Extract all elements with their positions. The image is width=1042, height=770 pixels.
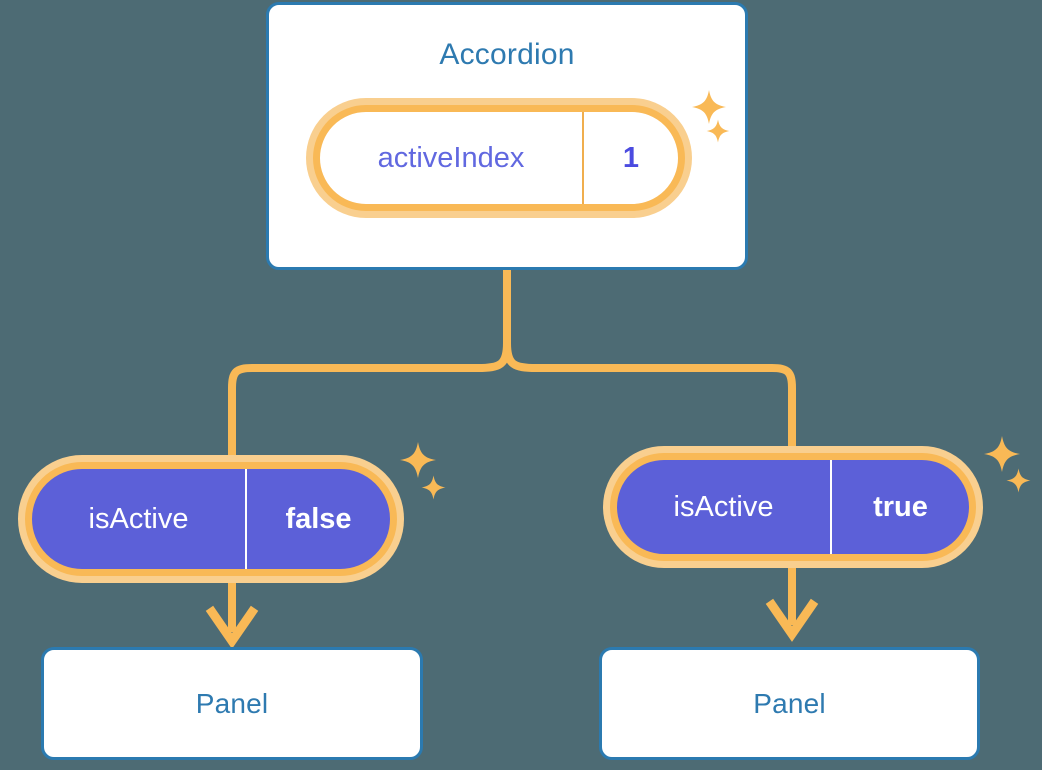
state-pill-inner: isActive false — [25, 462, 397, 576]
component-card-panel-left[interactable]: Panel — [41, 647, 423, 760]
state-key-label: isActive — [88, 502, 189, 535]
arrow-head-right — [765, 598, 819, 642]
arrow-head-left — [205, 605, 259, 649]
state-pill-isactive-false[interactable]: isActive false — [18, 455, 404, 583]
connector-branch-right — [503, 339, 796, 450]
state-value-label: true — [830, 460, 969, 554]
state-value-label: false — [245, 469, 390, 569]
state-pill-inner: isActive true — [610, 453, 976, 561]
panel-title: Panel — [195, 687, 269, 719]
state-value-label: 1 — [582, 112, 678, 204]
page-title: Accordion — [439, 38, 575, 71]
state-pill-activeindex[interactable]: activeIndex 1 — [306, 98, 692, 218]
connector-branch-left — [228, 339, 511, 459]
state-key-label: isActive — [673, 490, 774, 523]
state-pill-body: activeIndex 1 — [306, 98, 692, 218]
component-card-panel-right[interactable]: Panel — [599, 647, 980, 760]
sparkle-4point-large-icon — [398, 440, 438, 480]
panel-title: Panel — [753, 687, 826, 719]
state-pill-isactive-true[interactable]: isActive true — [603, 446, 983, 568]
sparkle-4point-small-icon — [1005, 467, 1032, 494]
sparkle-4point-small-icon — [420, 474, 447, 501]
state-pill-body: isActive false — [18, 455, 404, 583]
state-pill-body: isActive true — [603, 446, 983, 568]
sparkle-4point-large-icon — [982, 434, 1022, 474]
state-key-label: activeIndex — [377, 141, 525, 174]
state-pill-inner: activeIndex 1 — [313, 105, 685, 211]
